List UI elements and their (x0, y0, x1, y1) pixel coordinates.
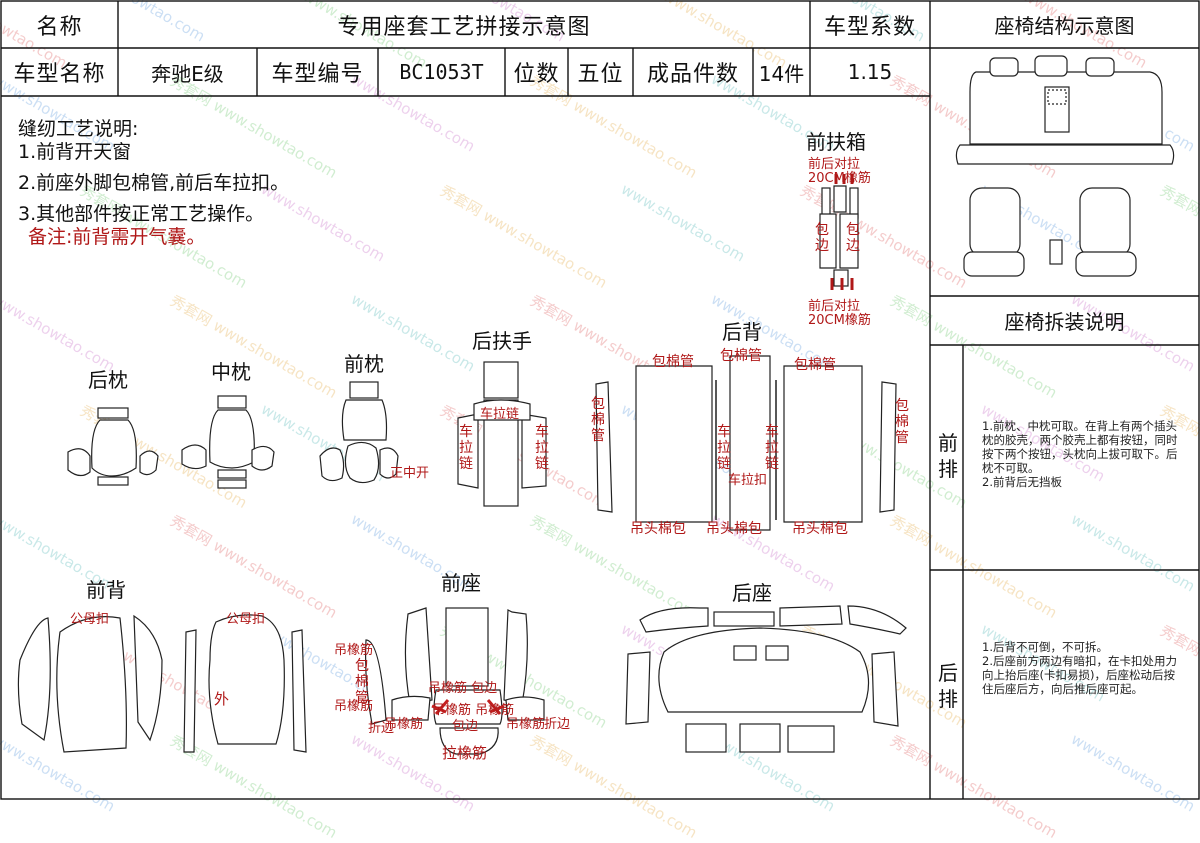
label-front-back: 前背 (86, 578, 126, 602)
structure-title: 座椅结构示意图 (994, 14, 1135, 38)
annotation-wrap-cotton-2: 包棉管 (720, 348, 762, 364)
rear-row-instructions: 1.后背不可倒，不可拆。 2.后座前方两边有暗扣，在卡扣处用力向上抬后座(卡扣易… (982, 640, 1177, 696)
model-name-value: 奔驰E级 (151, 61, 224, 86)
coef-label: 车型系数 (823, 14, 916, 40)
model-code-value: BC1053T (399, 60, 484, 84)
notes-remark: 备注:前背需开气囊。 (28, 226, 206, 248)
annotation-armrest-zip: 车拉链 (480, 407, 520, 422)
annotation-wrap-cotton-right: 包棉管 (895, 398, 909, 447)
annotation-pull-bottom: 前后对拉 20CM橡筋 (808, 299, 871, 328)
seats-value: 五位 (577, 62, 624, 87)
notes-item-2: 2.前座外脚包棉管,前后车拉扣。 (18, 172, 290, 194)
sewing-notes: 缝纫工艺说明: 1.前背开天窗 2.前座外脚包棉管,前后车拉扣。 3.其他部件按… (18, 114, 289, 253)
annotation-hang-wrap-3: 吊头棉包 (792, 521, 848, 537)
pieces-value: 14件 (758, 61, 805, 86)
label-front-seat: 前座 (441, 571, 481, 595)
page-title: 专用座套工艺拼接示意图 (337, 14, 591, 40)
annotation-back-zip-right: 车拉链 (765, 424, 779, 473)
annotation-pull-elastic: 拉橡筋 (442, 744, 488, 762)
front-row-instructions: 1.前枕、中枕可取。在背上有两个插头枕的胶壳，两个胶壳上都有按钮，同时按下两个按… (982, 419, 1178, 489)
notes-item-3: 3.其他部件按正常工艺操作。 (18, 203, 265, 225)
annotation-pull-top: 前后对拉 20CM橡筋 (808, 157, 871, 186)
model-code-label: 车型编号 (271, 62, 364, 87)
annotation-wrap-edge-right: 包边 (846, 222, 860, 255)
annotation-hang-elastic-1: 吊橡筋 (334, 643, 374, 658)
annotation-hang-wrap-1: 吊头棉包 (630, 521, 686, 537)
annotation-buckle-1: 公母扣 (70, 612, 110, 627)
disassembly-title: 座椅拆装说明 (1004, 310, 1125, 334)
annotation-wrap-cotton-pipe: 包棉管 (355, 658, 369, 707)
annotation-fold-edge-right: 折边 (544, 717, 571, 732)
label-rear-back: 后背 (722, 320, 762, 344)
annotation-center-open: 正中开 (390, 466, 430, 481)
seats-label: 位数 (513, 62, 560, 87)
label-rear-seat: 后座 (732, 581, 772, 605)
annotation-armrest-zip-left: 车拉链 (459, 424, 473, 473)
table-grid (0, 0, 1200, 800)
notes-item-1: 1.前背开天窗 (18, 141, 132, 163)
rear-row-label: 后排 (938, 661, 958, 711)
annotation-hang-elastic-2: 吊橡筋 (334, 699, 374, 714)
annotation-fold-edge-left: 折边 (368, 721, 395, 736)
annotation-armrest-zip-right: 车拉链 (535, 424, 549, 473)
annotation-wrap-cotton-left: 包棉管 (591, 396, 605, 445)
pieces-label: 成品件数 (646, 62, 739, 87)
front-row-label: 前排 (938, 431, 958, 481)
annotation-wrap-edge-left: 包边 (815, 222, 829, 255)
annotation-hang-wrap-2: 吊头棉包 (706, 521, 762, 537)
annotation-outer: 外 (214, 690, 230, 708)
annotation-seat-elastic-left: 吊橡筋 (384, 717, 424, 732)
model-name-label: 车型名称 (13, 62, 106, 87)
annotation-seat-elastic-right: 吊橡筋 (506, 717, 546, 732)
pattern-pieces (17, 174, 907, 755)
notes-heading: 缝纫工艺说明: (18, 118, 139, 140)
label-mid-pillow: 中枕 (211, 360, 251, 384)
label-rear-pillow: 后枕 (88, 368, 128, 392)
label-front-box: 前扶箱 (806, 130, 866, 154)
label-rear-armrest: 后扶手 (472, 329, 532, 353)
annotation-seat-top: 吊橡筋 包边 (428, 681, 498, 696)
label-front-pillow: 前枕 (344, 352, 384, 376)
name-label: 名称 (36, 14, 83, 40)
annotation-wrap-edge-seat: 包边 (452, 719, 479, 734)
seat-structure-diagram (955, 55, 1175, 277)
annotation-buckle-2: 公母扣 (226, 612, 266, 627)
annotation-back-zip-left: 车拉链 (717, 424, 731, 473)
annotation-zip-buckle: 车拉扣 (728, 473, 768, 488)
annotation-wrap-cotton-1: 包棉管 (652, 354, 694, 370)
coef-value: 1.15 (847, 60, 893, 84)
annotation-wrap-cotton-3: 包棉管 (794, 357, 836, 373)
annotation-seat-mid: 吊橡筋 吊橡筋 (432, 703, 515, 718)
